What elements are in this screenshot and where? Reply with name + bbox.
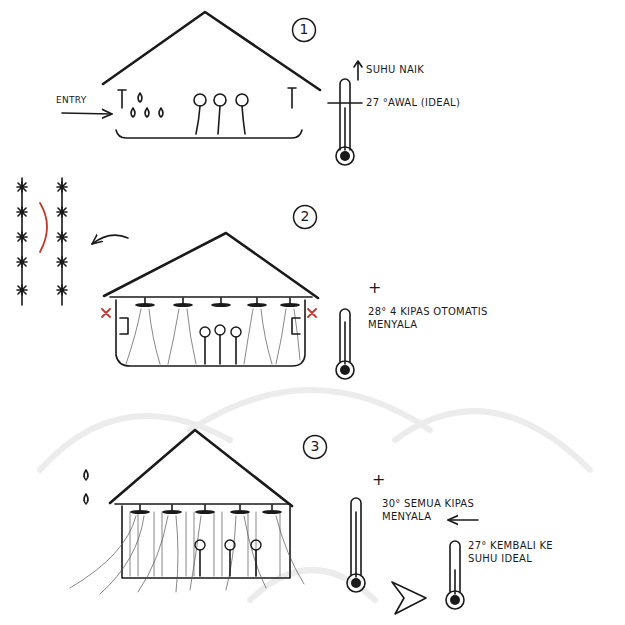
watermark: [395, 411, 590, 470]
plant-stem: [200, 550, 256, 576]
house-floor: [116, 130, 302, 138]
thermometer-fill: [340, 151, 350, 161]
air-flow: [126, 309, 300, 364]
step-text-holder: 2: [301, 209, 310, 224]
water-droplet: [159, 108, 163, 117]
return-arrow: [448, 519, 478, 521]
water-droplet: [138, 93, 142, 102]
plant-head: [236, 94, 248, 106]
exhaust-vent: [120, 318, 300, 334]
house-ceiling: [110, 296, 312, 298]
active-fans-bracket: [40, 203, 47, 252]
plant-head: [215, 325, 225, 335]
ceiling-fan: [230, 510, 250, 514]
plant-head: [200, 327, 210, 337]
fan-plan-symbol: [57, 182, 67, 295]
house-roof: [104, 233, 318, 298]
watermark: [190, 390, 430, 430]
temperature-note: SUHU NAIK: [366, 64, 424, 77]
watermark: [40, 416, 230, 470]
water-droplet: [131, 108, 135, 117]
air-flow: [70, 516, 304, 594]
step-text-holder: 1: [300, 22, 309, 37]
fan-plan-symbol: [17, 182, 27, 295]
thermometer: [340, 79, 350, 150]
house-wall: [122, 506, 290, 578]
plan-row: [22, 178, 62, 305]
temperature-note: 30° SEMUA KIPAS MENYALA: [382, 498, 484, 523]
ceiling-fan: [262, 510, 282, 514]
step-number: 2: [292, 204, 318, 230]
plant-stem: [196, 106, 245, 134]
step-number-text: 2: [301, 209, 310, 224]
thermometer-fill: [454, 570, 456, 594]
temperature-mark: [328, 102, 362, 104]
plant-head: [225, 540, 235, 550]
ceiling-fan: [211, 303, 231, 307]
plan-arrow: [92, 235, 128, 244]
thermometer-fill: [355, 512, 357, 577]
step-text-holder: 3: [311, 439, 320, 454]
plus-sign: +: [372, 470, 386, 490]
step-number-text: 1: [300, 22, 309, 37]
result-arrow: [392, 582, 426, 614]
ceiling-fan: [195, 510, 215, 514]
house-roof: [110, 430, 292, 506]
thermometer-fill: [340, 365, 350, 375]
thermometer-fill: [450, 595, 460, 605]
house-roof: [103, 12, 320, 90]
temperature-note: 28° 4 KIPAS OTOMATIS MENYALA: [368, 306, 508, 331]
step-number-text: 3: [311, 439, 320, 454]
house-ceiling: [115, 503, 290, 505]
water-droplet: [84, 470, 88, 504]
ceiling-fan: [135, 303, 155, 307]
rise-arrow: [354, 61, 362, 80]
thermometer-fill: [344, 108, 346, 150]
vent-mark: [102, 309, 316, 317]
ceiling-fan: [130, 510, 150, 514]
temperature-note: 27 °AWAL (IDEAL): [366, 97, 460, 110]
plant-head: [214, 94, 226, 106]
ceiling-fan: [162, 510, 182, 514]
thermometer-fill: [351, 578, 361, 588]
fan-mount: [140, 505, 272, 510]
step-circle-outline: [293, 19, 316, 42]
plant-head: [251, 540, 261, 550]
thermometer-fill: [344, 322, 346, 364]
plant-head: [231, 327, 241, 337]
temperature-note: 27° KEMBALI KE SUHU IDEAL: [468, 540, 560, 565]
step-number: 3: [302, 434, 328, 460]
house-wall: [116, 300, 305, 366]
house-wall: [288, 88, 296, 108]
plant-stem: [205, 335, 236, 364]
fan-mount: [145, 298, 290, 303]
ceiling-fan: [173, 303, 193, 307]
house-wall: [118, 90, 126, 108]
step-number: 1: [291, 17, 317, 43]
entry-arrow: [62, 113, 112, 114]
plant-head: [194, 94, 206, 106]
step-circle-outline: [304, 436, 327, 459]
plant-head: [195, 540, 205, 550]
entry-label: ENTRY: [56, 95, 87, 106]
plus-sign: +: [368, 278, 382, 298]
step-circle-outline: [294, 206, 317, 229]
water-droplet: [145, 108, 149, 117]
ceiling-fan: [280, 303, 300, 307]
ceiling-fan: [247, 303, 267, 307]
